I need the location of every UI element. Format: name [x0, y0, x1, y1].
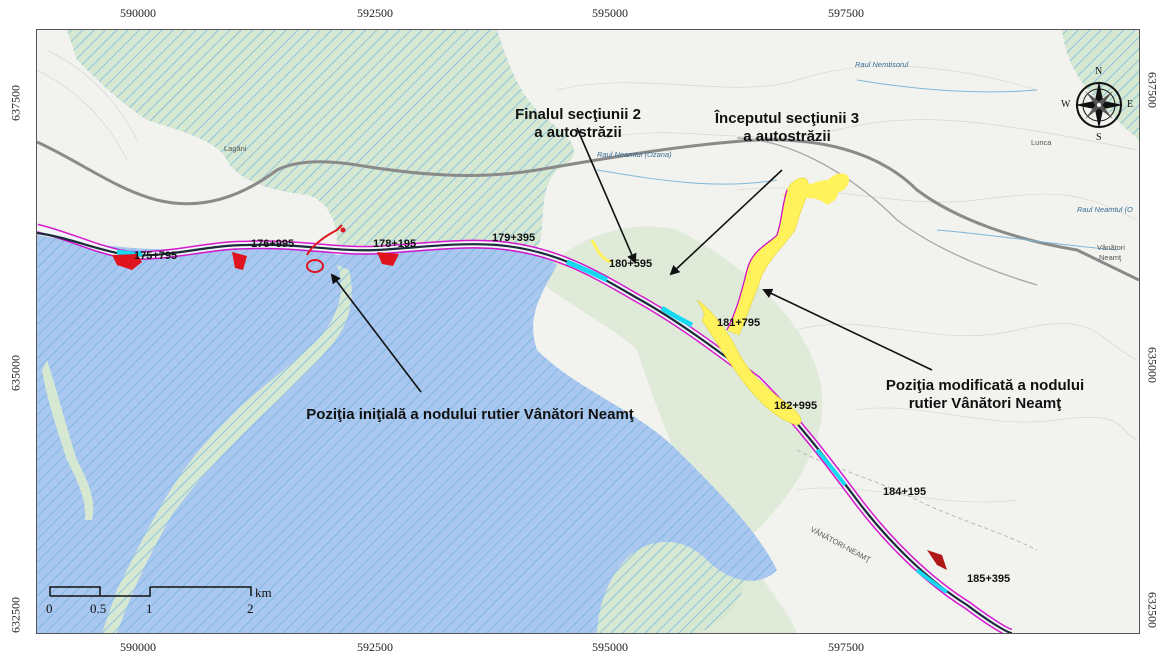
map-drawing — [37, 30, 1139, 633]
chainage-180595: 180+595 — [609, 258, 653, 270]
chainage-175795: 175+795 — [134, 250, 178, 262]
arrow-pozitie-modificata — [762, 288, 933, 371]
blue-zone-hatch — [37, 235, 777, 633]
place-lagani: Lagăni — [224, 144, 247, 153]
annotation-pozitie-modificata: Poziţia modificată a nodului rutier Vână… — [855, 377, 1115, 413]
arrow-inceput-sectiune-3 — [669, 169, 783, 276]
annotation-pozitie-modificata-line2: rutier Vânători Neamţ — [908, 395, 1062, 412]
grid-label-left-3: 632500 — [8, 597, 23, 633]
road-secondary — [736, 137, 1038, 286]
grid-label-top-3: 595000 — [592, 6, 628, 20]
chainage-178195: 178+195 — [373, 238, 417, 250]
cyan-segment-5 — [915, 568, 949, 594]
grid-label-right-2: 635000 — [1145, 347, 1160, 383]
river-nemtisor — [856, 79, 1038, 93]
scale-tick-2: 2 — [247, 601, 254, 616]
cyan-segment-2 — [566, 259, 609, 283]
initial-junction-loop — [306, 259, 324, 273]
initial-junction-ramp — [306, 224, 343, 256]
grid-label-right-3: 632500 — [1145, 592, 1160, 628]
river-neamt — [596, 169, 778, 185]
place-vanatori-2: Neamţ — [1099, 253, 1122, 262]
annotation-pozitie-initiala: Poziţia iniţială a nodului rutier Vânăto… — [306, 406, 634, 423]
grid-label-bottom-2: 592500 — [357, 640, 393, 654]
valley-west — [42, 360, 94, 520]
river-label-nemtisor: Raul Nemtisorul — [855, 60, 909, 69]
chainage-184195: 184+195 — [883, 486, 927, 498]
river-label-neamt: Raul Neamtul (Ozana) — [597, 150, 672, 159]
yellow-spur — [590, 239, 613, 264]
grid-label-left-1: 637500 — [8, 85, 23, 121]
chainage-181795: 181+795 — [717, 317, 761, 329]
modified-junction-knob — [822, 173, 850, 192]
red-patch-1 — [112, 254, 142, 270]
scale-tick-05: 0.5 — [90, 601, 107, 616]
compass-rose — [1075, 81, 1123, 129]
grid-label-bottom-1: 590000 — [120, 640, 156, 654]
compass-n: N — [1095, 66, 1103, 77]
grid-label-top-4: 597500 — [828, 6, 864, 20]
scale-bar — [49, 586, 252, 597]
place-lunca: Lunca — [1031, 138, 1052, 147]
red-patch-3 — [377, 252, 399, 266]
modified-junction-area — [696, 299, 802, 426]
cyan-segment-4 — [815, 448, 847, 487]
compass-e: E — [1127, 99, 1134, 110]
cyan-segment-1 — [116, 249, 143, 257]
compass-w: W — [1061, 99, 1071, 110]
grid-label-bottom-3: 595000 — [592, 640, 628, 654]
place-vanatori-1: Vânători — [1097, 243, 1125, 252]
road-local — [796, 449, 1038, 551]
red-patch-4 — [927, 550, 947, 570]
grid-label-right-1: 637500 — [1145, 72, 1160, 108]
chainage-176995: 176+995 — [251, 238, 295, 250]
annotation-inceput-sectiune-3-line2: a autostrăzii — [743, 128, 831, 145]
annotation-final-sectiune-2-line1: Finalul secţiunii 2 — [515, 106, 641, 123]
annotation-final-sectiune-2: Finalul secţiunii 2 a autostrăzii — [473, 106, 683, 142]
chainage-182995: 182+995 — [774, 400, 818, 412]
cyan-segment-3 — [660, 305, 694, 328]
river-label-neamt-east: Raul Neamtul (O — [1077, 205, 1133, 214]
annotation-final-sectiune-2-line2: a autostrăzii — [534, 124, 622, 141]
grid-label-left-2: 635000 — [8, 355, 23, 391]
protected-area-north-hatch — [67, 30, 575, 250]
grid-label-top-1: 590000 — [120, 6, 156, 20]
river-neamt-east — [936, 229, 1118, 251]
grid-label-top-2: 592500 — [357, 6, 393, 20]
red-patch-2 — [232, 252, 247, 270]
chainage-179395: 179+395 — [492, 232, 536, 244]
scale-tick-1: 1 — [146, 601, 153, 616]
grid-label-bottom-4: 597500 — [828, 640, 864, 654]
arrow-pozitie-initiala — [330, 273, 422, 393]
annotation-inceput-sectiune-3-line1: Începutul secţiunii 3 — [714, 110, 860, 127]
scale-tick-0: 0 — [46, 601, 53, 616]
map-canvas: Lagăni Lunca Vânători Neamţ VÂNĂTORI-NEA… — [36, 29, 1140, 634]
arrow-final-sectiune-2 — [576, 127, 637, 264]
compass-s: S — [1096, 132, 1102, 143]
valley-branch-hatch — [102, 265, 352, 633]
annotation-pozitie-modificata-line1: Poziţia modificată a nodului — [885, 377, 1085, 394]
annotation-inceput-sectiune-3: Începutul secţiunii 3 a autostrăzii — [677, 110, 897, 146]
scale-unit: km — [255, 585, 272, 600]
initial-junction-end — [340, 227, 346, 233]
chainage-185395: 185+395 — [967, 573, 1011, 585]
road-national — [37, 138, 1139, 282]
modified-junction-outline — [726, 189, 788, 331]
